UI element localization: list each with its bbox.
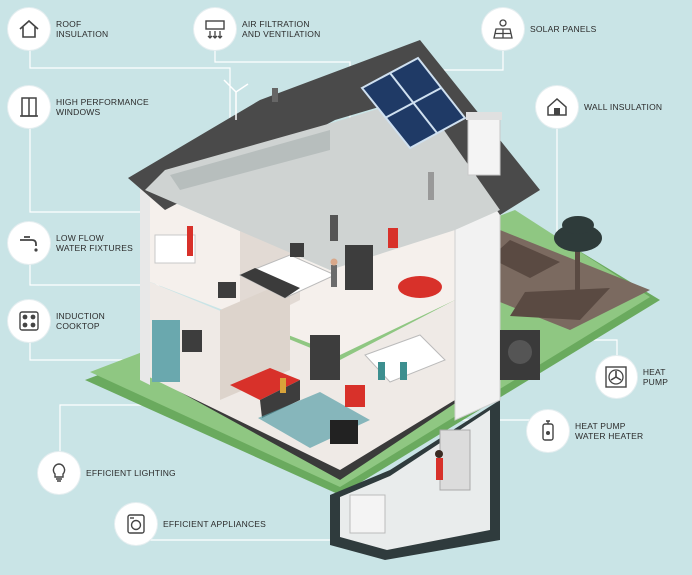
callout-label: SOLAR PANELS xyxy=(530,24,597,34)
callout-label: HIGH PERFORMANCE WINDOWS xyxy=(56,97,149,117)
callout-air-filtration: AIR FILTRATION AND VENTILATION xyxy=(194,8,320,50)
water-heater-icon xyxy=(527,410,569,452)
callout-wall-insulation: WALL INSULATION xyxy=(536,86,662,128)
callout-heat-pump: HEAT PUMP xyxy=(596,356,692,398)
callout-heat-pump-water-heater: HEAT PUMP WATER HEATER xyxy=(527,410,643,452)
callout-label: WALL INSULATION xyxy=(584,102,663,112)
solar-panel-icon xyxy=(482,8,524,50)
callout-efficient-lighting: EFFICIENT LIGHTING xyxy=(38,452,176,494)
callout-label: HEAT PUMP xyxy=(642,367,669,387)
faucet-icon xyxy=(8,222,50,264)
callout-label: INDUCTION COOKTOP xyxy=(56,311,106,331)
house-outline-icon xyxy=(8,8,50,50)
window-icon xyxy=(8,86,50,128)
callout-windows: HIGH PERFORMANCE WINDOWS xyxy=(8,86,149,128)
callout-water-fixtures: LOW FLOW WATER FIXTURES xyxy=(8,222,133,264)
washing-machine-icon xyxy=(115,503,157,545)
callout-label: ROOF INSULATION xyxy=(56,19,109,39)
cooktop-icon xyxy=(8,300,50,342)
house-wall-icon xyxy=(536,86,578,128)
callout-label: AIR FILTRATION AND VENTILATION xyxy=(242,19,321,39)
lightbulb-icon xyxy=(38,452,80,494)
callout-efficient-appliances: EFFICIENT APPLIANCES xyxy=(115,503,266,545)
callout-label: LOW FLOW WATER FIXTURES xyxy=(56,233,133,253)
callout-roof-insulation: ROOF INSULATION xyxy=(8,8,108,50)
callout-induction-cooktop: INDUCTION COOKTOP xyxy=(8,300,105,342)
callout-label: HEAT PUMP WATER HEATER xyxy=(575,421,644,441)
air-vent-icon xyxy=(194,8,236,50)
callout-label: EFFICIENT APPLIANCES xyxy=(163,519,267,529)
callout-solar-panels: SOLAR PANELS xyxy=(482,8,597,50)
callout-label: EFFICIENT LIGHTING xyxy=(86,468,176,478)
fan-icon xyxy=(596,356,637,398)
